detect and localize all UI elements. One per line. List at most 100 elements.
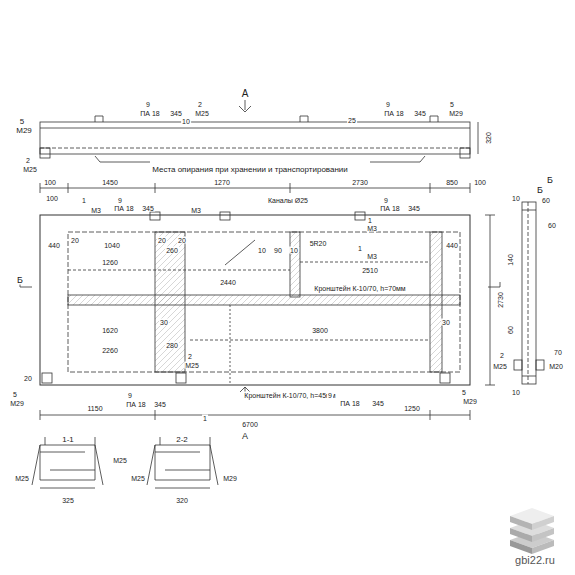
dimension-label: 60 — [547, 222, 557, 229]
dimension-label: Каналы Ø25 — [267, 197, 309, 204]
dimension-label: Б — [16, 276, 24, 285]
dimension-label: М29 — [462, 398, 478, 405]
dimension-label: Б — [546, 176, 554, 185]
dimension-label: 2730 — [351, 179, 369, 186]
dimension-label: 1260 — [101, 259, 119, 266]
dimension-label: ПА 18 — [383, 110, 404, 117]
dimension-label: Кронштейн К-10/70, h=70мм — [313, 285, 406, 292]
dimension-label: 10 — [511, 195, 521, 202]
dimension-label: Кронштейн К-10/70, h=45мм — [243, 392, 336, 399]
dimension-label: 30 — [441, 319, 451, 326]
dimension-label: 10 — [257, 247, 267, 254]
dimension-label: М29 — [15, 127, 33, 135]
dimension-label: 100 — [43, 179, 57, 186]
dimension-label: 1 — [357, 245, 363, 252]
dimension-label: М3 — [366, 253, 378, 260]
dimension-label: 2260 — [101, 347, 119, 354]
dimension-label: 5 — [461, 389, 467, 396]
dimension-label: 20 — [157, 237, 167, 244]
dimension-label: 5R20 — [309, 240, 328, 247]
dimension-label: М25 — [14, 475, 30, 482]
dimension-label: 345 — [371, 400, 385, 407]
dimension-label: 100 — [473, 179, 487, 186]
dimension-label: М25 — [112, 457, 128, 464]
dimension-label: 280 — [165, 342, 179, 349]
dimension-label: 20 — [23, 375, 33, 382]
dimension-label: Места опирания при хранении и транспорти… — [151, 166, 349, 174]
dimension-label: 60 — [541, 197, 551, 204]
dimension-label: 2440 — [219, 279, 237, 286]
dimension-label: 9 — [383, 197, 389, 204]
dimension-label: 2-2 — [175, 436, 189, 444]
dimension-label: М29 — [448, 110, 464, 117]
dimension-label: ПА 18 — [339, 400, 360, 407]
dimension-label: 20 — [177, 237, 187, 244]
dimension-label: 1-1 — [61, 436, 75, 444]
dimension-label: 1 — [81, 197, 87, 204]
dimension-label: 9 — [385, 101, 391, 108]
dimension-label: 440 — [47, 242, 61, 249]
dimension-label: ПА 18 — [125, 401, 146, 408]
dimension-label: 9 — [327, 392, 333, 399]
dimension-label: 2510 — [361, 267, 379, 274]
dimension-label: 9 — [117, 197, 123, 204]
dimension-label: 1150 — [86, 405, 103, 412]
dimension-label: 90 — [273, 247, 283, 254]
dimension-label: 3800 — [311, 327, 329, 334]
dimension-label: М25 — [130, 475, 146, 482]
dimension-label: 140 — [507, 253, 514, 267]
dimension-label: М25 — [194, 110, 210, 117]
dimension-label: 850 — [445, 179, 459, 186]
dimension-label: ПА 18 — [139, 110, 160, 117]
dimension-label: 2 — [25, 157, 31, 164]
dimension-label: 2 — [187, 353, 193, 360]
dimension-label: 345 — [141, 205, 155, 212]
dimension-label: 345 — [407, 205, 421, 212]
dimension-label: М25 — [492, 363, 508, 370]
dimension-label: 1040 — [103, 242, 121, 249]
dimension-label: 20 — [70, 237, 80, 244]
dimension-label: 440 — [445, 242, 459, 249]
dimension-label: Б — [536, 186, 544, 195]
dimension-label: 70 — [553, 349, 563, 356]
dimension-label: 5 — [19, 118, 25, 126]
dimension-label: 1250 — [403, 405, 421, 412]
dimension-label: 260 — [165, 247, 179, 254]
dimension-label: 1 — [202, 415, 208, 422]
dimension-label: 345 — [169, 110, 183, 117]
watermark: gbi22.ru — [514, 555, 556, 566]
dimension-label: 6700 — [241, 421, 259, 428]
dimension-label: М25 — [22, 166, 38, 173]
dimension-label: 345 — [153, 401, 167, 408]
dimension-label: 10 — [289, 247, 299, 254]
dimension-label: ПА 18 — [113, 205, 134, 212]
dimension-label: 320 — [485, 131, 492, 145]
dimension-label: 1620 — [101, 327, 119, 334]
dimension-label: 9 — [145, 101, 151, 108]
dimension-label: 320 — [175, 497, 189, 504]
dimension-label: 9 — [127, 392, 133, 399]
dimension-label: 2730 — [497, 291, 504, 309]
dimension-label: М3 — [90, 207, 102, 214]
dimension-label: 25 — [347, 117, 357, 124]
dimension-label: М29 — [9, 400, 25, 407]
dimension-label: 2 — [197, 101, 203, 108]
dimension-label: 325 — [61, 497, 75, 504]
dimension-label: 10 — [181, 118, 191, 125]
dimension-label: М3 — [366, 225, 378, 232]
dimension-label: А — [241, 432, 249, 441]
dimension-label: 345 — [413, 110, 427, 117]
dimension-label: 1450 — [101, 179, 119, 186]
dimension-label: М20 — [548, 363, 564, 370]
dimension-label: 100 — [45, 195, 59, 202]
dimension-label: 5 — [12, 391, 18, 398]
dimension-label: 30 — [159, 319, 169, 326]
dimension-label: М29 — [222, 475, 238, 482]
dimension-label: А — [241, 89, 250, 99]
dimension-label: ПА 18 — [379, 205, 400, 212]
dimension-label: 10 — [511, 389, 521, 396]
dimension-label: М25 — [184, 362, 200, 369]
dimension-label: 1270 — [213, 179, 231, 186]
